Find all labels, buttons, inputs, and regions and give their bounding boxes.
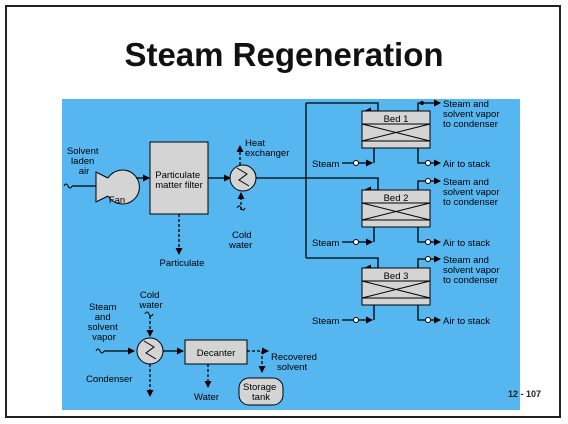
fan-label: Fan [109, 195, 125, 206]
vapor-out-line [417, 99, 441, 111]
vapor-label-line: to condenser [443, 197, 498, 208]
valve-icon [353, 317, 359, 323]
air-to-stack-line [417, 148, 441, 167]
storage-label-line: tank [252, 392, 270, 403]
water-label: Water [194, 392, 219, 403]
inlet-label-line: Solvent [67, 146, 99, 157]
condenser-cold-water-label: Cold water [138, 290, 162, 311]
air-to-stack-line [417, 227, 441, 246]
recovered-label-line: Recovered [271, 352, 317, 363]
condenser-inlet-line: and [95, 312, 111, 323]
bed-3: Bed 3 [361, 267, 431, 306]
vapor-label: Steam and solvent vapor to condenser [443, 177, 502, 208]
vapor-out-line [417, 255, 441, 268]
heat-exchanger-label: Heat exchanger [245, 138, 289, 159]
vapor-label: Steam and solvent vapor to condenser [443, 255, 502, 286]
recovered-label-line: solvent [277, 362, 307, 373]
air-to-stack-line [417, 305, 441, 324]
bed-label: Bed 3 [384, 271, 409, 282]
fan: Fan [95, 169, 140, 206]
bed-label: Bed 1 [384, 114, 409, 125]
cold-water-label-line: water [228, 240, 252, 251]
condenser-inlet-line: Steam [89, 302, 117, 313]
steam-label: Steam [312, 238, 340, 249]
hx-label-line: exchanger [245, 148, 289, 159]
valve-icon [353, 239, 359, 245]
heat-exchanger [229, 164, 257, 192]
condenser-inlet-line: solvent [88, 322, 118, 333]
inlet-label-line: air [79, 166, 90, 177]
condenser-inlet-wiggle [95, 348, 105, 354]
condenser-cold-water-line: Cold [140, 290, 160, 301]
condenser-inlet-line: vapor [92, 332, 116, 343]
vapor-label-line: to condenser [443, 275, 498, 286]
storage-label: Storage tank [243, 382, 279, 403]
valve-icon [425, 160, 431, 166]
valve-icon [425, 178, 431, 184]
condenser-label: Condenser [86, 374, 132, 385]
vapor-label-line: solvent vapor [443, 187, 500, 198]
recovered-solvent-label: Recovered solvent [271, 352, 320, 373]
vapor-label-line: Steam and [443, 255, 489, 266]
condenser [136, 337, 164, 365]
vapor-label: Steam and solvent vapor to condenser [443, 99, 502, 130]
air-to-stack-label: Air to stack [443, 316, 490, 327]
page-number: 12 - 107 [508, 389, 542, 399]
condenser-inlet-label: Steam and solvent vapor [88, 302, 121, 343]
bed-1: Bed 1 [361, 110, 431, 149]
bed-2: Bed 2 [361, 189, 431, 228]
valve-icon [425, 239, 431, 245]
filter-label: Particulate matter filter [155, 170, 203, 191]
cold-water-wiggle [144, 311, 154, 317]
valve-icon [425, 317, 431, 323]
vapor-label-line: solvent vapor [443, 265, 500, 276]
inlet-wiggle [63, 183, 73, 189]
particulate-filter [149, 141, 209, 215]
air-to-stack-label: Air to stack [443, 238, 490, 249]
filter-label-line: Particulate [155, 170, 200, 181]
valve-icon [353, 160, 359, 166]
steam-label: Steam [312, 316, 340, 327]
vapor-label-line: Steam and [443, 99, 489, 110]
filter-label-line: matter filter [155, 180, 203, 191]
inlet-label: Solvent laden air [67, 146, 101, 177]
decanter-label: Decanter [197, 348, 236, 359]
hx-label-line: Heat [245, 138, 265, 149]
storage-tank: Storage tank [238, 377, 284, 406]
slide-title: Steam Regeneration [124, 36, 444, 73]
decanter [184, 339, 248, 365]
storage-label-line: Storage [243, 382, 276, 393]
cold-water-label-line: Cold [232, 230, 252, 241]
inlet-label-line: laden [71, 156, 94, 167]
air-to-stack-label: Air to stack [443, 159, 490, 170]
vapor-out-line [417, 177, 441, 190]
particulate-label: Particulate [160, 258, 205, 269]
valve-icon [420, 101, 424, 105]
vapor-label-line: Steam and [443, 177, 489, 188]
cold-water-label: Cold water [228, 230, 254, 251]
vapor-label-line: solvent vapor [443, 109, 500, 120]
condenser-cold-water-line: water [138, 300, 162, 311]
steam-label: Steam [312, 159, 340, 170]
diagram-background [62, 99, 520, 410]
bed-label: Bed 2 [384, 193, 409, 204]
vapor-label-line: to condenser [443, 119, 498, 130]
valve-icon [425, 256, 431, 262]
